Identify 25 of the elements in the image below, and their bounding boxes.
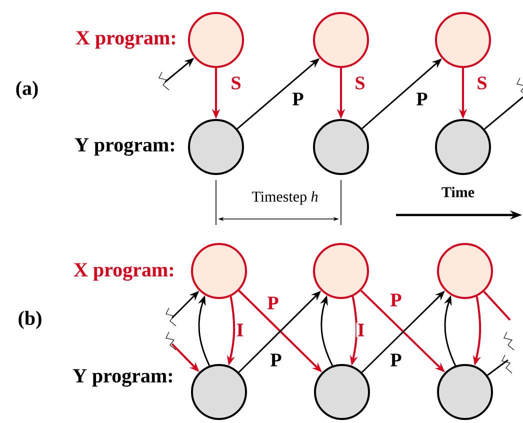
edge-label: S: [476, 76, 488, 90]
edge-label: S: [354, 76, 366, 90]
state-circle: [437, 364, 493, 420]
row-label: Timestep h: [252, 191, 318, 205]
state-circle: [435, 119, 491, 175]
state-circle: [435, 12, 491, 68]
edge-label: P: [266, 296, 280, 310]
edge-label: P: [269, 352, 283, 368]
row-label: (b): [18, 310, 42, 330]
state-circle: [313, 12, 369, 68]
state-circle: [191, 364, 247, 420]
state-circle: [314, 364, 370, 420]
edge-label: S: [230, 76, 242, 90]
edge-label: I: [235, 322, 245, 338]
edge-label: P: [389, 292, 403, 308]
state-circle: [188, 12, 244, 68]
edge-label: P: [291, 92, 305, 106]
state-circle: [313, 243, 369, 299]
edge-label: P: [415, 92, 429, 106]
state-circle: [437, 243, 493, 299]
state-circle: [188, 119, 244, 175]
state-circle: [313, 119, 369, 175]
edge-label: P: [389, 352, 403, 368]
row-label: (a): [16, 80, 38, 100]
state-circle: [191, 243, 247, 299]
